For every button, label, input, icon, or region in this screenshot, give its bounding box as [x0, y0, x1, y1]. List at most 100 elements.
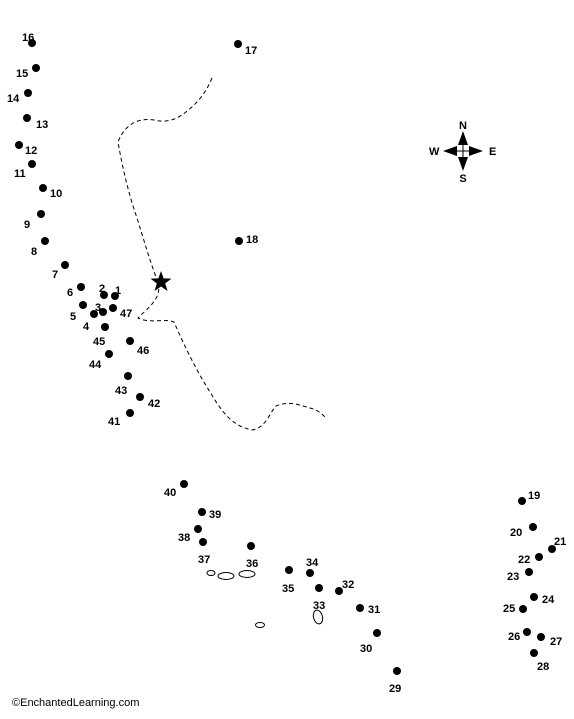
dot-label: 47 — [120, 308, 132, 320]
dot-6: 6 — [67, 283, 85, 299]
dot-23: 23 — [507, 568, 533, 583]
dot-marker — [15, 141, 23, 149]
dot-marker — [39, 184, 47, 192]
dot-label: 44 — [89, 359, 102, 371]
dot-marker — [23, 114, 31, 122]
west-arrow-icon — [443, 146, 457, 156]
dot-marker — [523, 628, 531, 636]
dot-marker — [525, 568, 533, 576]
dot-label: 22 — [518, 554, 530, 566]
dashed-border-lower — [137, 281, 327, 431]
copyright-notice: ©EnchantedLearning.com — [12, 697, 140, 709]
north-arrow-icon — [458, 131, 468, 145]
dot-41: 41 — [108, 409, 134, 428]
dot-marker — [285, 566, 293, 574]
dot-label: 21 — [554, 536, 566, 548]
dot-3: 3 — [95, 302, 107, 316]
island-4 — [312, 609, 324, 625]
dot-marker — [530, 593, 538, 601]
dot-27: 27 — [537, 633, 562, 648]
dot-label: 32 — [342, 579, 354, 591]
dot-label: 43 — [115, 385, 127, 397]
dot-12: 12 — [15, 141, 37, 157]
dot-marker — [306, 569, 314, 577]
dot-label: 25 — [503, 603, 515, 615]
dot-label: 31 — [368, 604, 380, 616]
island-5 — [255, 622, 265, 628]
dot-45: 45 — [93, 323, 109, 348]
dot-marker — [105, 350, 113, 358]
dot-31: 31 — [356, 604, 380, 616]
star-marker — [150, 271, 172, 291]
dot-label: 23 — [507, 571, 519, 583]
dot-label: 16 — [22, 32, 34, 44]
dot-marker — [535, 553, 543, 561]
dot-label: 26 — [508, 631, 520, 643]
dot-label: 27 — [550, 636, 562, 648]
compass-west-label: W — [429, 146, 440, 158]
dot-marker — [548, 545, 556, 553]
island-1 — [206, 570, 216, 576]
dot-label: 10 — [50, 188, 62, 200]
dot-4: 4 — [83, 310, 98, 333]
dot-38: 38 — [178, 525, 202, 544]
dot-10: 10 — [39, 184, 62, 200]
dot-35: 35 — [282, 566, 294, 595]
dot-marker — [247, 542, 255, 550]
dots-layer: 1234567891011121314151617181920212223242… — [7, 32, 566, 695]
dot-11: 11 — [14, 160, 36, 180]
dot-marker — [235, 237, 243, 245]
dot-37: 37 — [198, 538, 210, 566]
compass-south-label: S — [459, 173, 466, 185]
dot-36: 36 — [246, 542, 258, 570]
dot-marker — [393, 667, 401, 675]
island-3 — [238, 570, 256, 578]
dot-label: 28 — [537, 661, 549, 673]
dot-marker — [194, 525, 202, 533]
dot-marker — [519, 605, 527, 613]
dot-32: 32 — [335, 579, 354, 595]
dot-7: 7 — [52, 261, 69, 281]
dot-marker — [101, 323, 109, 331]
dot-label: 18 — [246, 234, 258, 246]
dot-marker — [373, 629, 381, 637]
dot-label: 35 — [282, 583, 294, 595]
dot-marker — [356, 604, 364, 612]
dot-17: 17 — [234, 40, 257, 57]
dot-marker — [537, 633, 545, 641]
dot-label: 29 — [389, 683, 401, 695]
dot-marker — [90, 310, 98, 318]
dot-label: 1 — [115, 285, 121, 297]
east-arrow-icon — [469, 146, 483, 156]
dot-47: 47 — [109, 304, 132, 320]
dot-14: 14 — [7, 89, 32, 105]
dot-label: 38 — [178, 532, 190, 544]
dot-label: 33 — [313, 600, 325, 612]
dot-label: 20 — [510, 527, 522, 539]
dot-marker — [79, 301, 87, 309]
compass-north-label: N — [459, 120, 467, 132]
dot-1: 1 — [111, 285, 121, 300]
dot-2: 2 — [99, 283, 108, 299]
dot-29: 29 — [389, 667, 401, 695]
south-arrow-icon — [458, 157, 468, 171]
dot-label: 39 — [209, 509, 221, 521]
dot-marker — [136, 393, 144, 401]
dot-label: 6 — [67, 287, 73, 299]
dot-marker — [335, 587, 343, 595]
dot-marker — [32, 64, 40, 72]
dot-label: 5 — [70, 311, 76, 323]
dot-label: 13 — [36, 119, 48, 131]
dot-label: 40 — [164, 487, 176, 499]
dot-46: 46 — [126, 337, 149, 357]
dot-marker — [198, 508, 206, 516]
dot-24: 24 — [530, 593, 555, 606]
dot-label: 14 — [7, 93, 20, 105]
dot-marker — [199, 538, 207, 546]
dot-marker — [518, 497, 526, 505]
dot-30: 30 — [360, 629, 381, 655]
dot-28: 28 — [530, 649, 549, 673]
dot-label: 11 — [14, 168, 26, 180]
dot-39: 39 — [198, 508, 221, 521]
